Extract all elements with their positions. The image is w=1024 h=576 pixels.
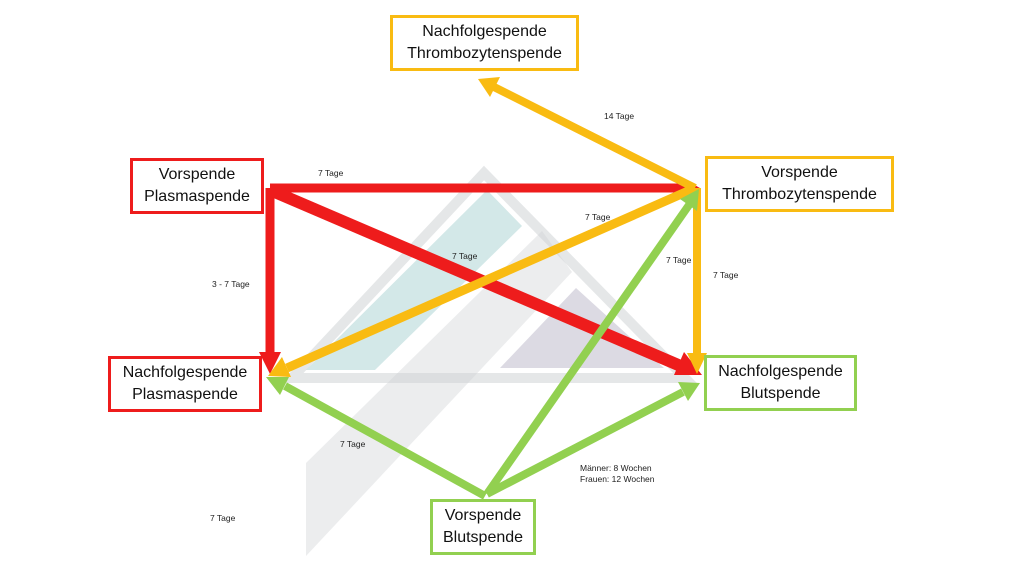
label-3-7-tage: 3 - 7 Tage (212, 279, 250, 289)
node-line-1: Nachfolgespende (718, 363, 843, 380)
label-plasma-to-nachfolge-blut: 7 Tage (452, 251, 478, 261)
label-maenner: Männer: 8 Wochen (580, 463, 652, 473)
node-line-2: Plasmaspende (144, 188, 250, 205)
arrowhead-thrombo-to-nachfolge-thrombo (478, 77, 500, 97)
label-blut-to-thrombo: 7 Tage (666, 255, 692, 265)
node-text: Nachfolgespende Blutspende (718, 361, 843, 405)
node-text: Vorspende Blutspende (443, 505, 523, 549)
arrowhead-blut-to-nachfolge-plasma (266, 377, 289, 395)
node-text: Vorspende Plasmaspende (144, 164, 250, 208)
node-line-2: Plasmaspende (132, 386, 238, 403)
arrowhead-thrombo-to-nachfolge-blut (687, 353, 707, 374)
watermark-outline (280, 165, 697, 383)
node-line-2: Blutspende (442, 529, 524, 546)
node-line-2: Blutspende (740, 385, 821, 402)
label-frauen: Frauen: 12 Wochen (580, 474, 655, 484)
node-line-1: Vorspende (444, 507, 522, 524)
node-nachfolgespende-blutspende: Nachfolgespende Blutspende (704, 355, 857, 411)
node-line-2: Thrombozytenspende (407, 45, 562, 62)
label-thrombo-to-nachfolge-plasma: 7 Tage (585, 212, 611, 222)
arrowhead-blut-to-thrombo (680, 189, 699, 211)
node-line-2: Thrombozytenspende (722, 186, 877, 203)
label-bottom-left: 7 Tage (210, 513, 236, 523)
label-plasma-to-thrombo: 7 Tage (318, 168, 344, 178)
node-line-1: Nachfolgespende (422, 23, 547, 40)
arrow-blut-to-thrombo (483, 202, 693, 497)
arrow-blut-to-nachfolge-blut (485, 388, 685, 498)
watermark-gray-band (306, 231, 572, 556)
arrowhead-blut-to-nachfolge-blut (678, 382, 700, 401)
arrow-thrombo-to-nachfolge-thrombo (492, 83, 697, 192)
arrowhead-plasma-to-nachfolge-plasma (259, 352, 281, 374)
node-text: Vorspende Thrombozytenspende (722, 162, 877, 206)
node-text: Nachfolgespende Plasmaspende (123, 362, 248, 406)
arrow-plasma-to-nachfolge-blut (267, 184, 686, 373)
node-line-1: Vorspende (761, 164, 838, 181)
label-blut-to-nachfolge-plasma: 7 Tage (340, 439, 366, 449)
arrow-thrombo-to-nachfolge-plasma (285, 183, 697, 373)
label-14-tage: 14 Tage (604, 111, 635, 121)
watermark-teal-shape (306, 190, 522, 370)
node-vorspende-thrombozytenspende: Vorspende Thrombozytenspende (705, 156, 894, 212)
node-text: Nachfolgespende Thrombozytenspende (407, 21, 562, 65)
node-line-1: Vorspende (158, 166, 236, 183)
node-line-1: Nachfolgespende (122, 364, 248, 381)
label-thrombo-to-nachfolge-blut: 7 Tage (713, 270, 739, 280)
node-vorspende-blutspende: Vorspende Blutspende (430, 499, 536, 555)
node-nachfolgespende-plasmaspende: Nachfolgespende Plasmaspende (108, 356, 262, 412)
node-vorspende-plasmaspende: Vorspende Plasmaspende (130, 158, 264, 214)
node-nachfolgespende-thrombozytenspende: Nachfolgespende Thrombozytenspende (390, 15, 579, 71)
arrow-blut-to-nachfolge-plasma (283, 382, 487, 500)
arrowhead-thrombo-to-nachfolge-plasma (268, 357, 291, 377)
